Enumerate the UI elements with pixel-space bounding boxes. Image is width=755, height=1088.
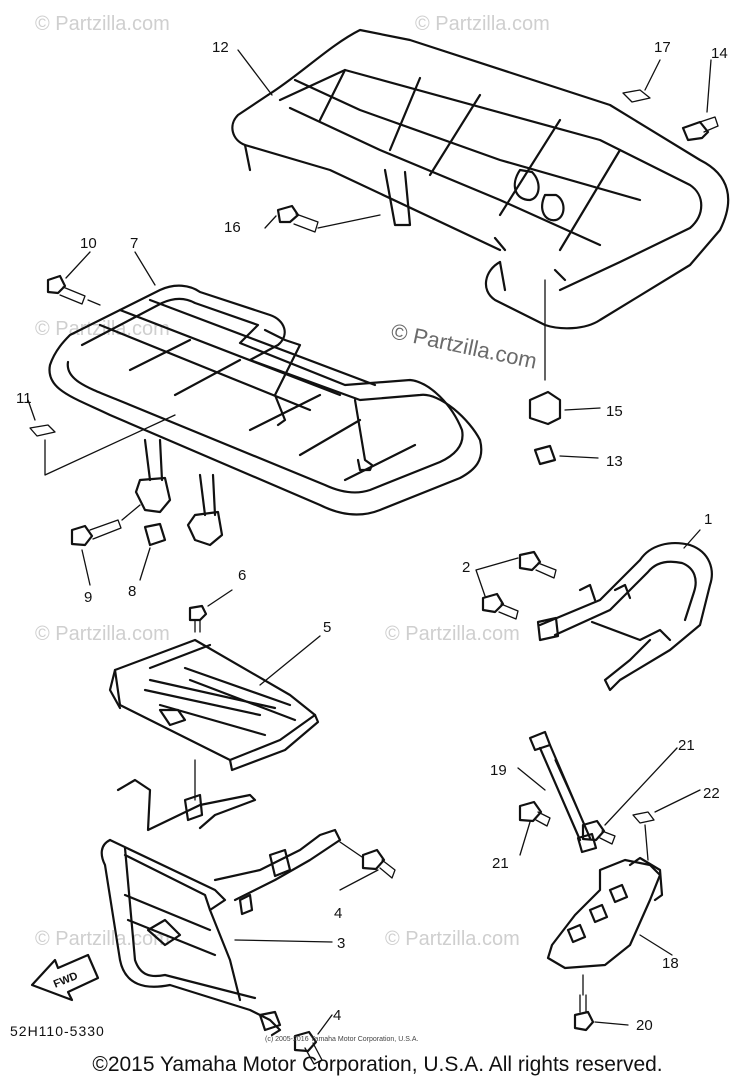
fwd-arrow: FWD (30, 953, 100, 1002)
watermark: © Partzilla.com (385, 623, 520, 645)
front-tray (108, 589, 321, 801)
watermark: © Partzilla.com (35, 13, 170, 35)
watermark: © Partzilla.com (415, 13, 550, 35)
callout-3: 3 (337, 935, 345, 952)
callout-layer: 1 2 3 4 4 5 6 7 8 9 10 11 12 13 14 15 16… (16, 39, 728, 1034)
watermark: © Partzilla.com (35, 928, 170, 950)
callout-2: 2 (462, 559, 470, 576)
callout-5: 5 (323, 619, 331, 636)
callout-9: 9 (84, 589, 92, 606)
callout-8: 8 (128, 583, 136, 600)
watermark-layer: © Partzilla.com © Partzilla.com © Partzi… (35, 13, 550, 950)
callout-16: 16 (224, 219, 241, 236)
callout-18: 18 (662, 955, 679, 972)
callout-1: 1 (704, 511, 712, 528)
rear-stays (517, 730, 701, 1032)
callout-15: 15 (606, 403, 623, 420)
callout-11: 11 (16, 390, 32, 407)
front-carrier (27, 251, 483, 586)
rear-carrier (231, 28, 730, 330)
callout-20: 20 (636, 1017, 653, 1034)
callout-21-lower: 21 (492, 855, 509, 872)
callout-14: 14 (711, 45, 728, 62)
watermark: © Partzilla.com (35, 623, 170, 645)
watermark: © Partzilla.com (35, 318, 170, 340)
callout-22: 22 (703, 785, 720, 802)
front-bumper (100, 778, 396, 1065)
callout-12: 12 (212, 39, 229, 56)
watermark: © Partzilla.com (385, 928, 520, 950)
fine-print: (c) 2005-2016 Yamaha Motor Corporation, … (265, 1036, 418, 1043)
callout-4: 4 (334, 905, 342, 922)
diagram-code: 52H110-5330 (10, 1023, 105, 1039)
clamp-parts (528, 279, 601, 466)
callout-19: 19 (490, 762, 507, 779)
callout-10: 10 (80, 235, 97, 252)
callout-4-lower: 4 (333, 1007, 341, 1024)
callout-6: 6 (238, 567, 246, 584)
callout-17: 17 (654, 39, 671, 56)
copyright-footer: ©2015 Yamaha Motor Corporation, U.S.A. A… (92, 1053, 663, 1076)
front-guard (475, 529, 713, 692)
callout-21: 21 (678, 737, 695, 754)
callout-13: 13 (606, 453, 623, 470)
center-watermark: © Partzilla.com (389, 318, 539, 373)
callout-7: 7 (130, 235, 138, 252)
